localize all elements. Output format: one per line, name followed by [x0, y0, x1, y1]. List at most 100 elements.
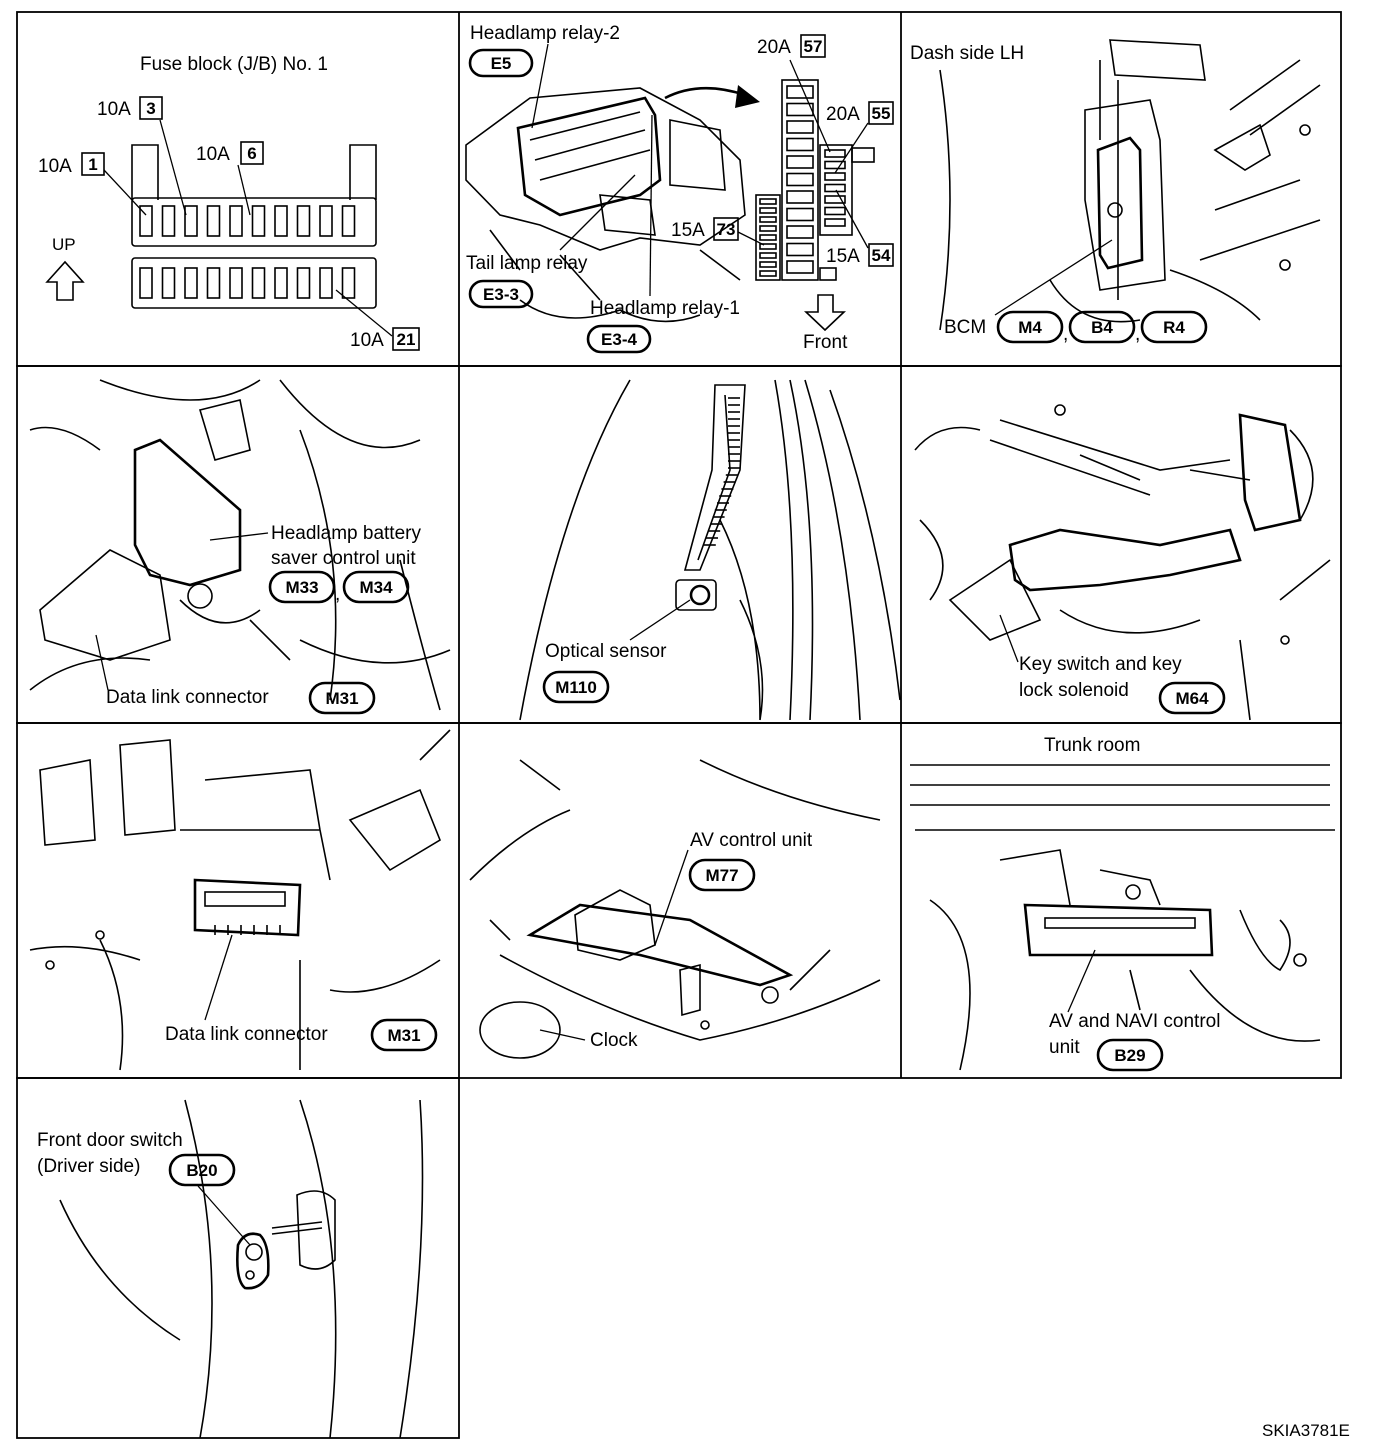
relay-fuse-slot [824, 206, 846, 216]
dlc-label-lower: Data link connector [165, 1024, 328, 1045]
svg-text:M31: M31 [387, 1026, 420, 1045]
dlc-drawing [29, 729, 451, 1071]
connector-r4: R4 [1140, 310, 1208, 344]
headlamp-relay-1-label: Headlamp relay-1 [590, 298, 740, 319]
relay-fuse-slot [786, 225, 814, 239]
panel-relay-box: Headlamp relay-2 E5 [465, 23, 894, 354]
fuse-slot [319, 267, 333, 299]
panel-trunk: Trunk room AV and NAVI control unit B29 [910, 735, 1335, 1072]
connector-m33: M33 [268, 570, 336, 604]
fuse-label-54: 15A 54 [826, 189, 894, 267]
connector-m77: M77 [688, 858, 756, 892]
svg-text:M4: M4 [1018, 318, 1042, 337]
svg-text:55: 55 [872, 104, 891, 123]
relay-fuse-panel [755, 79, 875, 281]
fuse-label-55: 20A 55 [826, 101, 894, 174]
panel-av-control: AV control unit M77 Clock [469, 759, 881, 1059]
headlamp-saver-drawing [29, 379, 451, 711]
svg-text:10A: 10A [196, 144, 230, 165]
svg-text:15A: 15A [671, 220, 705, 241]
figure-id: SKIA3781E [1262, 1421, 1350, 1440]
svg-text:E3-4: E3-4 [601, 330, 637, 349]
svg-text:57: 57 [804, 37, 823, 56]
panel-bcm: Dash side LH BCM M4 , B4 , R4 [910, 39, 1321, 345]
relay-fuse-slot [824, 218, 846, 227]
fuse-slot [296, 205, 311, 237]
fuse-label-57: 20A 57 [757, 34, 831, 153]
relay-fuse-slot [759, 198, 777, 205]
relay-fuse-slot [759, 270, 777, 277]
headlamp-saver-label-2: saver control unit [271, 548, 416, 569]
av-control-drawing [469, 759, 881, 1059]
fuse-slot [341, 267, 356, 299]
fuse-slot [161, 205, 176, 237]
fuse-slot [206, 205, 221, 237]
svg-text:54: 54 [872, 246, 891, 265]
fuse-slot [184, 205, 198, 237]
svg-text:,: , [1135, 324, 1140, 345]
svg-text:10A: 10A [97, 99, 131, 120]
door-switch-label-2: (Driver side) [37, 1156, 140, 1177]
tail-lamp-relay-label: Tail lamp relay [466, 253, 588, 274]
dlc-label-upper: Data link connector [106, 687, 269, 708]
fuse-slot [251, 267, 266, 299]
svg-text:M34: M34 [359, 578, 393, 597]
svg-text:20A: 20A [757, 37, 791, 58]
fuse-slot [251, 205, 266, 237]
key-switch-drawing [914, 404, 1331, 721]
fuse-block-drawing [131, 144, 377, 309]
fuse-block-title: Fuse block (J/B) No. 1 [140, 54, 328, 75]
connector-b4: B4 [1068, 310, 1136, 344]
svg-text:1: 1 [88, 155, 97, 174]
panel-door-switch: Front door switch (Driver side) B20 [37, 1099, 424, 1439]
connector-e3-3: E3-3 [468, 279, 534, 309]
panel-grid [16, 11, 1342, 1439]
fuse-slot [206, 267, 221, 299]
av-control-unit-label: AV control unit [690, 830, 813, 851]
av-navi-label-1: AV and NAVI control [1049, 1011, 1220, 1032]
fuse-slot [296, 267, 311, 299]
fuse-slot [229, 205, 243, 237]
front-arrow-icon [803, 294, 847, 332]
connector-m31-lower: M31 [370, 1018, 438, 1052]
panel-optical-sensor: Optical sensor M110 [519, 379, 901, 721]
relay-box-drawing [465, 87, 746, 323]
clock-label: Clock [590, 1030, 638, 1051]
connector-m4: M4 [996, 310, 1064, 344]
fuse-label-21: 10A 21 [335, 289, 420, 351]
bcm-label: BCM [944, 317, 986, 338]
relay-fuse-slot [786, 137, 814, 152]
door-switch-label-1: Front door switch [37, 1130, 183, 1151]
svg-text:E3-3: E3-3 [483, 285, 519, 304]
av-navi-label-2: unit [1049, 1037, 1080, 1058]
svg-text:20A: 20A [826, 104, 860, 125]
fuse-label-3: 10A 3 [97, 96, 187, 216]
svg-text:15A: 15A [826, 246, 860, 267]
relay-fuse-slot [759, 252, 777, 259]
curved-arrow-icon [664, 86, 746, 100]
up-arrow-icon: UP [45, 235, 85, 301]
trunk-drawing [910, 764, 1335, 1071]
relay-fuse-slot [786, 190, 814, 204]
optical-sensor-drawing [519, 379, 901, 721]
relay-fuse-slot [759, 225, 777, 232]
relay-fuse-slot [786, 155, 814, 169]
fuse-slot [229, 267, 243, 299]
fuse-label-1: 10A 1 [38, 152, 147, 216]
svg-text:B20: B20 [186, 1161, 217, 1180]
svg-text:6: 6 [247, 144, 256, 163]
relay-fuse-slot [824, 160, 846, 170]
connector-b29: B29 [1096, 1038, 1164, 1072]
trunk-room-label: Trunk room [1044, 735, 1140, 756]
relay-fuse-slot [759, 261, 777, 268]
panel-headlamp-saver: Headlamp battery saver control unit M33 … [29, 379, 451, 715]
fuse-slot [319, 205, 333, 237]
dash-side-lh-label: Dash side LH [910, 43, 1024, 64]
relay-fuse-slot [786, 260, 814, 274]
svg-text:E5: E5 [491, 54, 512, 73]
fuse-slot [184, 267, 198, 299]
relay-fuse-slot [759, 207, 777, 214]
fuse-slot [274, 267, 288, 299]
relay-fuse-slot [786, 172, 814, 187]
